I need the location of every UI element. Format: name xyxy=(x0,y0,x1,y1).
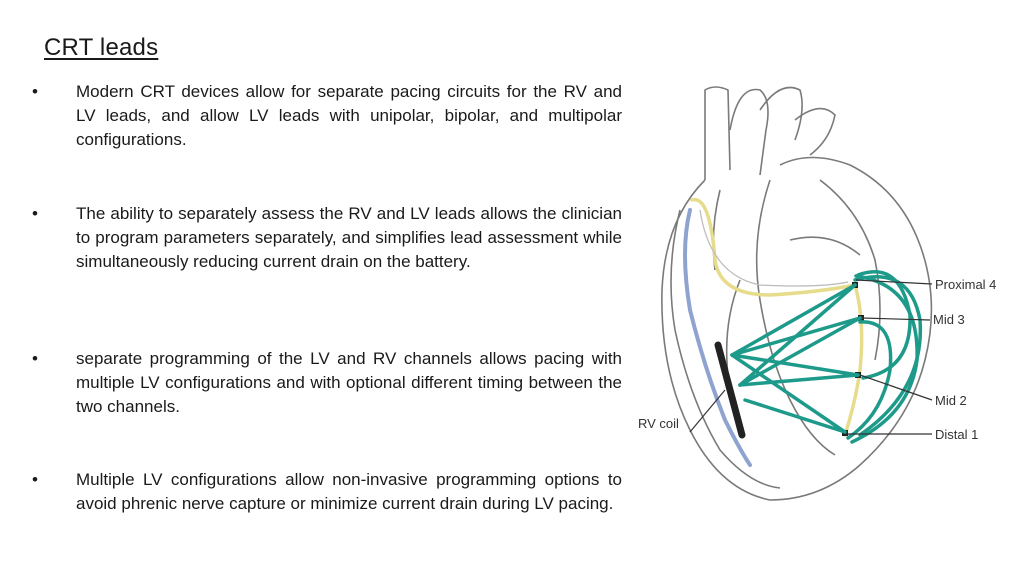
slide-title: CRT leads xyxy=(44,34,159,61)
label-mid-2: Mid 2 xyxy=(935,393,967,408)
label-rv-coil: RV coil xyxy=(638,416,679,431)
bullet-item: • The ability to separately assess the R… xyxy=(32,202,622,274)
heart-lead-diagram: Proximal 4 Mid 3 Mid 2 Distal 1 RV coil xyxy=(620,70,1020,510)
label-leaders xyxy=(689,279,933,435)
bullet-marker: • xyxy=(32,204,38,223)
label-distal-1: Distal 1 xyxy=(935,427,978,442)
label-mid-3: Mid 3 xyxy=(933,312,965,327)
pacing-vectors xyxy=(730,270,923,444)
rv-coil xyxy=(714,341,746,439)
bullet-text: Multiple LV configurations allow non-inv… xyxy=(76,470,622,513)
label-proximal-4: Proximal 4 xyxy=(935,277,996,292)
bullet-text: The ability to separately assess the RV … xyxy=(76,204,622,271)
bullet-marker: • xyxy=(32,82,38,101)
rv-lead xyxy=(683,208,752,467)
bullet-text: separate programming of the LV and RV ch… xyxy=(76,349,622,416)
bullet-item: • Modern CRT devices allow for separate … xyxy=(32,80,622,152)
heart-diagram-svg: Proximal 4 Mid 3 Mid 2 Distal 1 RV coil xyxy=(638,86,996,501)
bullet-marker: • xyxy=(32,349,38,368)
bullet-item: • Multiple LV configurations allow non-i… xyxy=(32,468,622,516)
bullet-item: • separate programming of the LV and RV … xyxy=(32,347,622,419)
bullet-text: Modern CRT devices allow for separate pa… xyxy=(76,82,622,149)
bullet-marker: • xyxy=(32,470,38,489)
